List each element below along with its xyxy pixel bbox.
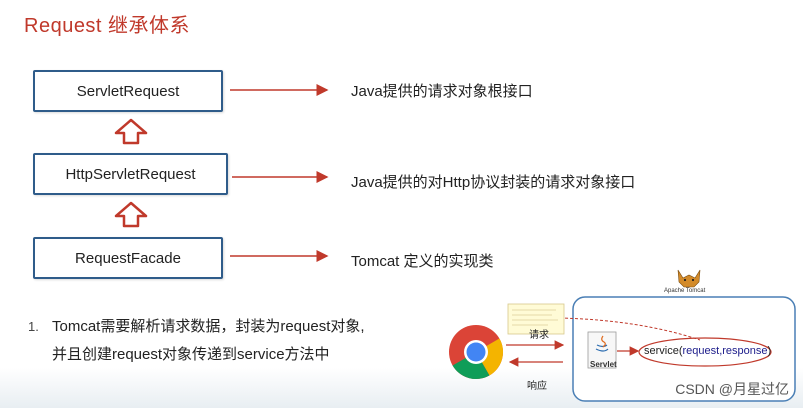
httpservletrequest-description: Java提供的对Http协议封装的请求对象接口 [351,174,636,191]
servletrequest-box: ServletRequest [33,70,223,112]
inherit-arrow-1 [114,118,148,145]
page-title: Request 继承体系 [24,15,191,37]
servletrequest-label: ServletRequest [76,82,180,100]
java-servlet-icon [587,331,617,369]
explanation-note: 1. Tomcat需要解析请求数据，封装为request对象, 并且创建reque… [28,313,365,369]
note-number: 1. [28,319,39,334]
inherit-arrow-2 [114,201,148,228]
request-object-link [559,317,701,341]
response-label: 响应 [527,381,547,392]
servlet-label: Servlet [590,360,617,369]
tomcat-caption: Apache Tomcat [664,288,706,294]
request-label: 请求 [529,330,549,341]
httpservletrequest-box: HttpServletRequest [33,153,228,195]
request-note-paper [507,303,565,335]
csdn-watermark: CSDN @月星过亿 [675,381,789,397]
httpservletrequest-label: HttpServletRequest [65,165,196,183]
requestfacade-box: RequestFacade [33,237,223,279]
service-method-label: service(request,response) [644,345,772,357]
chrome-icon [449,325,504,380]
note-line-2: 并且创建request对象传递到service方法中 [52,346,330,363]
requestfacade-label: RequestFacade [75,249,181,267]
servletrequest-description: Java提供的请求对象根接口 [351,83,533,100]
tomcat-logo-icon [677,269,701,288]
note-line-1: Tomcat需要解析请求数据，封装为request对象, [52,318,365,335]
requestfacade-description: Tomcat 定义的实现类 [351,253,494,270]
